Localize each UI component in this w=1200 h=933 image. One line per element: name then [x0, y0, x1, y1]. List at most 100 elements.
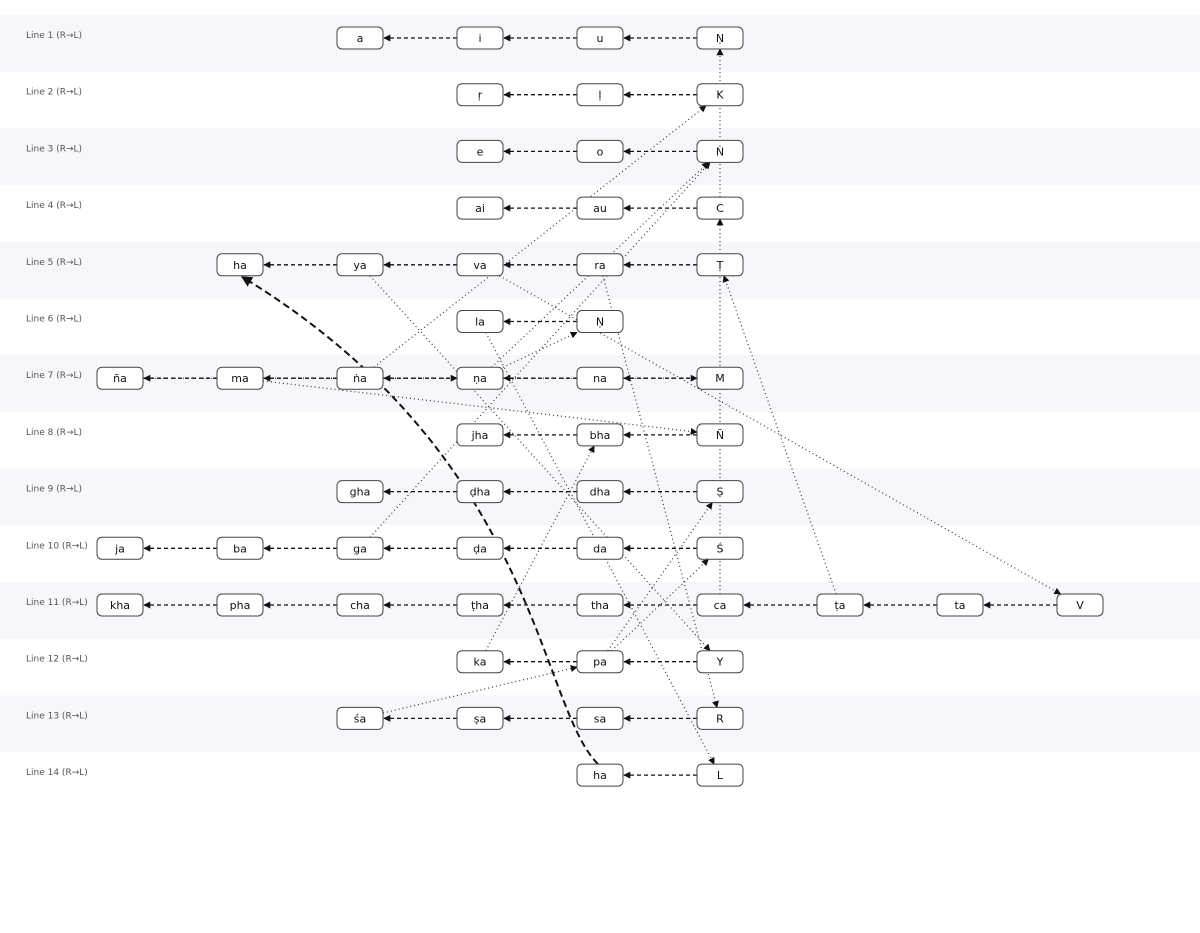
node-label: ṇa: [473, 372, 487, 385]
node: dha: [576, 480, 624, 504]
node-box: [576, 706, 624, 730]
node-box: [336, 706, 384, 730]
node: tha: [576, 593, 624, 617]
node-label: ḍha: [470, 486, 491, 499]
node-label: śa: [354, 712, 366, 725]
node-box: [336, 26, 384, 50]
node-box: [336, 253, 384, 277]
node: i: [456, 26, 504, 50]
node: ṅa: [336, 366, 384, 390]
node-box: [96, 593, 144, 617]
cross-link: [262, 380, 698, 435]
node-label: ṅa: [353, 372, 367, 385]
node-label: i: [478, 32, 481, 45]
node-label: Ṭ: [716, 259, 724, 272]
node-box: [576, 423, 624, 447]
line-label: Line 7 (R→L): [26, 371, 82, 381]
chain-edges: [143, 34, 1057, 779]
node: pa: [576, 650, 624, 674]
node: bha: [576, 423, 624, 447]
node-box: [816, 593, 864, 617]
node-box: [936, 593, 984, 617]
line-label: Line 11 (R→L): [26, 598, 88, 608]
node: o: [576, 139, 624, 163]
line-label: Line 6 (R→L): [26, 315, 82, 325]
node-label: ma: [231, 372, 248, 385]
node-box: [216, 536, 264, 560]
node-box: [216, 366, 264, 390]
node: pha: [216, 593, 264, 617]
node-label: Y: [716, 656, 724, 669]
node-box: [336, 366, 384, 390]
line-label: Line 1 (R→L): [26, 31, 82, 41]
node-label: da: [593, 542, 607, 555]
node-box: [696, 253, 744, 277]
node-box: [576, 366, 624, 390]
cross-link: [491, 161, 709, 368]
line-label: Line 13 (R→L): [26, 711, 88, 721]
node: ya: [336, 253, 384, 277]
node-box: [696, 196, 744, 220]
node: kha: [96, 593, 144, 617]
node: ḍha: [456, 480, 504, 504]
node-label: Ṇ: [596, 316, 604, 329]
node-box: [696, 593, 744, 617]
node-label: ṭha: [471, 599, 489, 612]
node: L: [696, 763, 744, 787]
node-box: [576, 536, 624, 560]
node: śa: [336, 706, 384, 730]
node-label: R: [716, 712, 724, 725]
node-box: [456, 83, 504, 107]
node-box: [696, 706, 744, 730]
node-box: [696, 763, 744, 787]
node-box: [696, 366, 744, 390]
node-box: [456, 196, 504, 220]
node-label: au: [593, 202, 607, 215]
node-label: pha: [230, 599, 251, 612]
node-box: [576, 253, 624, 277]
node-box: [576, 139, 624, 163]
node: Ś: [696, 536, 744, 560]
node-label: dha: [590, 486, 611, 499]
node: au: [576, 196, 624, 220]
node: gha: [336, 480, 384, 504]
node-label: ha: [233, 259, 247, 272]
node: e: [456, 139, 504, 163]
node: ṭa: [816, 593, 864, 617]
node-label: ja: [114, 542, 125, 555]
node: ra: [576, 253, 624, 277]
node-label: ra: [594, 259, 605, 272]
node: Ñ: [696, 423, 744, 447]
node-label: K: [716, 89, 724, 102]
node-box: [216, 593, 264, 617]
line-label: Line 14 (R→L): [26, 768, 88, 778]
node: ña: [96, 366, 144, 390]
line-label: Line 3 (R→L): [26, 144, 82, 154]
node-label: va: [473, 259, 486, 272]
node-box: [336, 536, 384, 560]
node: ma: [216, 366, 264, 390]
node-label: C: [716, 202, 724, 215]
node-label: Ṅ: [716, 145, 724, 158]
node: ṇa: [456, 366, 504, 390]
node-label: na: [593, 372, 607, 385]
line-label: Line 12 (R→L): [26, 655, 88, 665]
node: ḷ: [576, 83, 624, 107]
node-box: [576, 83, 624, 107]
node-box: [456, 139, 504, 163]
node: Ṇ: [696, 26, 744, 50]
node-box: [456, 480, 504, 504]
node-label: Ś: [717, 542, 724, 555]
node-box: [576, 26, 624, 50]
row-labels: Line 1 (R→L)Line 2 (R→L)Line 3 (R→L)Line…: [26, 31, 88, 778]
line-label: Line 9 (R→L): [26, 485, 82, 495]
node-label: ña: [113, 372, 127, 385]
node: na: [576, 366, 624, 390]
node: ga: [336, 536, 384, 560]
node-box: [576, 763, 624, 787]
line-label: Line 5 (R→L): [26, 258, 82, 268]
node-label: pa: [593, 656, 607, 669]
node-label: gha: [350, 486, 371, 499]
node-box: [456, 310, 504, 333]
